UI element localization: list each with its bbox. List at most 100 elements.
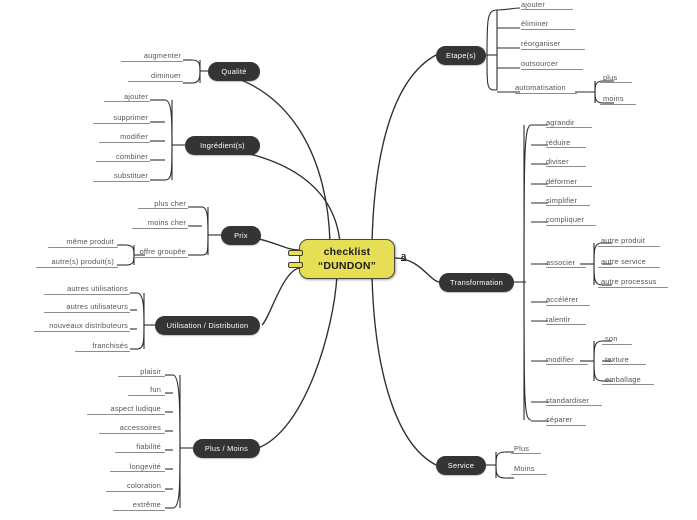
leaf-transformation-accelerer[interactable]: accélérer xyxy=(546,295,579,304)
leaf-rule xyxy=(546,425,586,427)
leaf-service-plus[interactable]: Plus xyxy=(514,444,530,453)
leaf-utilisation-autres-utilisations[interactable]: autres utilisations xyxy=(67,284,128,293)
root-superscript-marker: a xyxy=(401,251,407,262)
root-node[interactable]: checklist “DUNDON” xyxy=(299,239,395,279)
leaf-ingredients-combiner[interactable]: combiner xyxy=(116,152,148,161)
leaf-ingredients-substituer[interactable]: substituer xyxy=(113,171,148,180)
leaf-transformation-modifier[interactable]: modifier xyxy=(546,355,574,364)
leaf-rule xyxy=(104,101,150,103)
leaf-rule xyxy=(511,474,547,476)
leaf-rule xyxy=(546,127,592,129)
leaf-transformation-separer[interactable]: séparer xyxy=(546,415,573,424)
leaf-rule xyxy=(96,161,150,163)
leaf-transformation-diviser[interactable]: diviser xyxy=(546,157,569,166)
leaf-associer-autre-service[interactable]: autre service xyxy=(601,257,646,266)
root-collapsed-stub-bottom[interactable] xyxy=(288,262,303,268)
leaf-rule xyxy=(134,257,188,259)
leaf-rule xyxy=(106,491,165,493)
leaf-rule xyxy=(602,364,646,366)
leaf-plus-moins-coloration[interactable]: coloration xyxy=(126,481,161,490)
leaf-transformation-ralentir[interactable]: ralentir xyxy=(546,315,571,324)
leaf-offre-groupee-autres-produits[interactable]: autre(s) produit(s) xyxy=(51,257,114,266)
leaf-etapes-eliminer[interactable]: éliminer xyxy=(521,19,549,28)
leaf-ingredients-modifier[interactable]: modifier xyxy=(120,132,148,141)
leaf-modifier-texture[interactable]: texture xyxy=(605,355,629,364)
leaf-ingredients-ajouter[interactable]: ajouter xyxy=(124,92,148,101)
leaf-rule xyxy=(546,205,590,207)
leaf-offre-groupee-meme-produit[interactable]: même produit xyxy=(66,237,114,246)
root-collapsed-stub-top[interactable] xyxy=(288,250,303,256)
branch-node-transformation[interactable]: Transformation xyxy=(439,273,514,292)
leaf-automatisation-moins[interactable]: moins xyxy=(603,94,624,103)
branch-node-ingredients[interactable]: Ingrédient(s) xyxy=(185,136,260,155)
leaf-rule xyxy=(511,453,541,455)
leaf-utilisation-franchises[interactable]: franchisés xyxy=(92,341,128,350)
leaf-transformation-deformer[interactable]: déformer xyxy=(546,177,578,186)
branch-node-utilisation-distribution[interactable]: Utilisation / Distribution xyxy=(155,316,260,335)
leaf-prix-moins-cher[interactable]: moins cher xyxy=(147,218,186,227)
leaf-modifier-son[interactable]: son xyxy=(605,334,618,343)
leaf-transformation-associer[interactable]: associer xyxy=(546,258,576,267)
leaf-etapes-reorganiser[interactable]: réorganiser xyxy=(521,39,561,48)
leaf-rule xyxy=(521,9,573,11)
leaf-etapes-automatisation[interactable]: automatisation xyxy=(515,83,566,92)
leaf-transformation-compliquer[interactable]: compliquer xyxy=(546,215,585,224)
leaf-transformation-standardiser[interactable]: standardiser xyxy=(546,396,590,405)
leaf-plus-moins-fiabilite[interactable]: fiabilité xyxy=(136,442,161,451)
root-title-line1: checklist xyxy=(323,246,371,258)
leaf-utilisation-nouveaux-distributeurs[interactable]: nouveaux distributeurs xyxy=(49,321,128,330)
leaf-ingredients-supprimer[interactable]: supprimer xyxy=(113,113,148,122)
leaf-transformation-simplifier[interactable]: simplifier xyxy=(546,196,578,205)
leaf-rule xyxy=(34,331,130,333)
leaf-rule xyxy=(546,186,592,188)
leaf-rule xyxy=(546,147,586,149)
branch-node-plus-moins[interactable]: Plus / Moins xyxy=(193,439,260,458)
leaf-service-moins[interactable]: Moins xyxy=(514,464,535,473)
leaf-rule xyxy=(546,324,586,326)
leaf-rule xyxy=(115,452,165,454)
leaf-transformation-agrandir[interactable]: agrandir xyxy=(546,118,575,127)
leaf-rule xyxy=(48,247,118,249)
leaf-rule xyxy=(44,294,130,296)
leaf-rule xyxy=(99,433,165,435)
branch-label-transformation: Transformation xyxy=(450,278,503,287)
leaf-automatisation-plus[interactable]: plus xyxy=(603,73,618,82)
leaf-plus-moins-fun[interactable]: fun xyxy=(150,385,161,394)
leaf-rule xyxy=(598,287,668,289)
leaf-rule xyxy=(113,510,165,512)
leaf-plus-moins-longevite[interactable]: longevité xyxy=(129,462,161,471)
leaf-associer-autre-processus[interactable]: autre processus xyxy=(601,277,657,286)
leaf-plus-moins-aspect-ludique[interactable]: aspect ludique xyxy=(110,404,161,413)
leaf-rule xyxy=(600,82,632,84)
leaf-transformation-reduire[interactable]: réduire xyxy=(546,138,571,147)
leaf-qualite-augmenter[interactable]: augmenter xyxy=(143,51,181,60)
leaf-rule xyxy=(600,104,636,106)
leaf-rule xyxy=(602,344,632,346)
branch-node-prix[interactable]: Prix xyxy=(221,226,261,245)
branch-label-prix: Prix xyxy=(234,231,248,240)
leaf-plus-moins-extreme[interactable]: extrême xyxy=(132,500,161,509)
leaf-rule xyxy=(602,384,654,386)
leaf-rule xyxy=(132,228,188,230)
branch-node-etapes[interactable]: Etape(s) xyxy=(436,46,486,65)
leaf-rule xyxy=(93,123,150,125)
leaf-qualite-diminuer[interactable]: diminuer xyxy=(151,71,181,80)
leaf-prix-offre-groupee[interactable]: offre groupée xyxy=(139,247,186,256)
leaf-rule xyxy=(521,29,575,31)
branch-label-etapes: Etape(s) xyxy=(446,51,476,60)
leaf-rule xyxy=(546,225,596,227)
leaf-plus-moins-accessoires[interactable]: accessoires xyxy=(119,423,161,432)
leaf-prix-plus-cher[interactable]: plus cher xyxy=(154,199,186,208)
leaf-associer-autre-produit[interactable]: autre produit xyxy=(601,236,646,245)
branch-label-utilisation-distribution: Utilisation / Distribution xyxy=(166,321,249,330)
leaf-rule xyxy=(87,414,165,416)
leaf-modifier-emballage[interactable]: emballage xyxy=(605,375,641,384)
branch-label-ingredients: Ingrédient(s) xyxy=(200,141,245,150)
leaf-etapes-outsourcer[interactable]: outsourcer xyxy=(521,59,558,68)
leaf-plus-moins-plaisir[interactable]: plaisir xyxy=(140,367,161,376)
leaf-utilisation-autres-utilisateurs[interactable]: autres utilisateurs xyxy=(66,302,128,311)
leaf-etapes-ajouter[interactable]: ajouter xyxy=(521,0,545,9)
branch-node-qualite[interactable]: Qualité xyxy=(208,62,260,81)
branch-node-service[interactable]: Service xyxy=(436,456,486,475)
